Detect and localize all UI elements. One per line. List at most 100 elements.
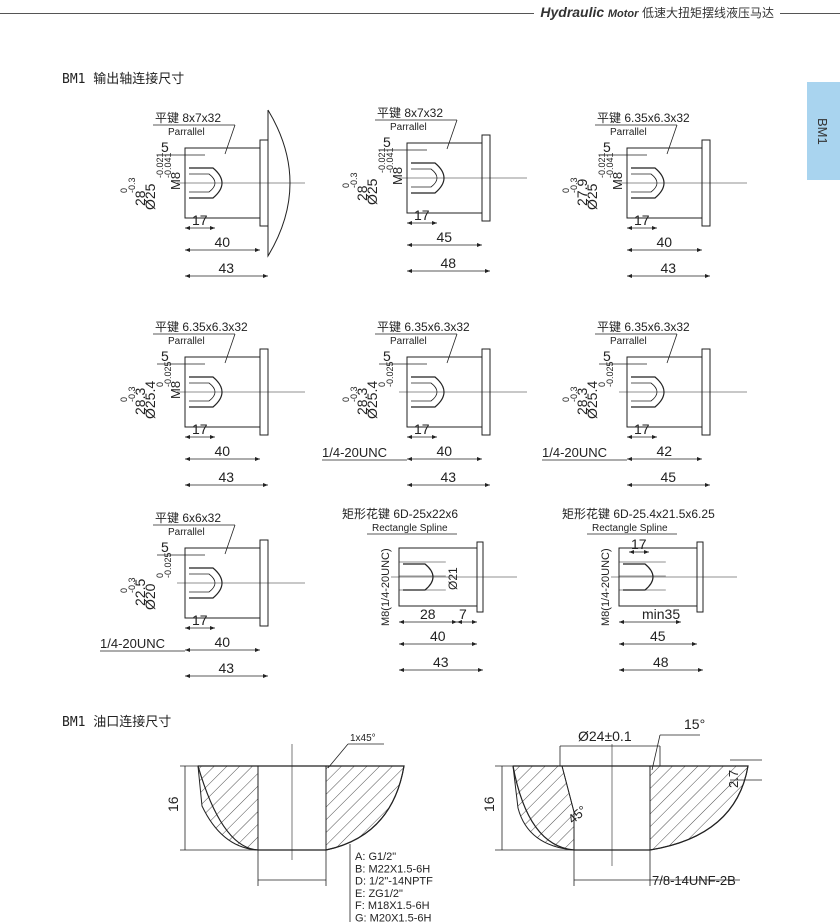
spline-thread-text: M8(1/4-20UNC) — [380, 548, 392, 626]
thread-hole — [189, 167, 223, 199]
diameter-text: Ø25.4 — [142, 381, 158, 419]
dim-d3-arrow-left — [407, 483, 412, 487]
shaft-drawing-2: 平键 8x7x32Parrallel50-0.328Ø25-0.021-0.04… — [341, 106, 527, 273]
key-leader-diag — [224, 124, 236, 155]
spline-diameter-text: Ø21 — [446, 567, 460, 590]
page-header: Hydraulic Motor 低速大扭矩摆线液压马达 — [0, 0, 840, 24]
dim-d3-arrow-left — [407, 269, 412, 273]
dim-d2-arrow-left — [185, 248, 190, 252]
dim-d1-arrow-left — [627, 435, 632, 439]
section-title-shaft: BM1 输出轴连接尺寸 — [62, 72, 185, 87]
key-width-text: 5 — [603, 348, 611, 364]
diameter-tol-bot: -0.025 — [163, 361, 173, 387]
port-left-thread-4: E: ZG1/2" — [355, 888, 403, 900]
diameter-tol-top: -0.021 — [597, 152, 607, 178]
key-sub-label: Parrallel — [168, 336, 205, 347]
thread-hole — [411, 162, 445, 194]
dim-d1-text: 17 — [414, 421, 430, 437]
diameter-tol-top: -0.021 — [155, 152, 165, 178]
height-tol-top: 0 — [119, 397, 129, 402]
key-label: 平键 6.35x6.3x32 — [377, 320, 470, 334]
dim-d3-text: 43 — [661, 260, 677, 276]
thread-text: M8 — [610, 172, 625, 190]
port-right-hatch-left — [512, 765, 575, 851]
height-text: 27.9 — [574, 179, 590, 206]
key-label: 平键 6.35x6.3x32 — [597, 111, 690, 125]
dim-d3-arrow-right — [485, 483, 490, 487]
header-rule-left — [0, 13, 534, 14]
dim-d2-arrow-right — [255, 248, 260, 252]
diameter-tol-top: 0 — [155, 573, 165, 578]
thread-hole-inner — [189, 573, 216, 593]
height-tol-bot: -0.3 — [569, 386, 579, 402]
height-text: 28 — [354, 185, 370, 201]
port-left-thread-2: B: M22X1.5-6H — [355, 863, 430, 875]
thread-hole-inner — [189, 173, 216, 193]
dim-d1-arrow-left — [185, 226, 190, 230]
spline-dim-top-text: 17 — [631, 536, 647, 552]
key-label: 平键 6x6x32 — [155, 511, 221, 525]
diameter-text: Ø25 — [584, 183, 600, 210]
port-left-hatch-left — [197, 765, 259, 851]
dim-d1-text: 17 — [192, 612, 208, 628]
key-width-text: 5 — [383, 348, 391, 364]
diameter-text: Ø25 — [364, 178, 380, 205]
spline-sub-label: Rectangle Spline — [592, 523, 668, 534]
key-sub-label: Parrallel — [168, 127, 205, 138]
shaft-drawing-3: 平键 6.35x6.3x32Parrallel50-0.327.9Ø25-0.0… — [561, 111, 747, 278]
side-tab[interactable]: BM1 — [807, 82, 840, 180]
dim-d1-arrow-right — [432, 435, 437, 439]
spline-dim-d3-arrow-right — [698, 668, 703, 672]
key-sub-label: Parrallel — [168, 527, 205, 538]
height-tol-bot: -0.3 — [127, 577, 137, 593]
thread-hole-inner — [631, 173, 658, 193]
port-right-angle-leader — [651, 734, 661, 771]
port-left-thread-6: G: M20X1.5-6H — [355, 913, 431, 924]
dim-d3-text: 48 — [441, 255, 457, 271]
key-width-text: 5 — [161, 539, 169, 555]
height-tol-bot: -0.3 — [349, 386, 359, 402]
dim-d2-arrow-left — [407, 243, 412, 247]
key-width-text: 5 — [383, 134, 391, 150]
spline-dim-a-text: 28 — [420, 606, 436, 622]
key-width-text: 5 — [603, 139, 611, 155]
key-label: 平键 8x7x32 — [377, 106, 443, 120]
spline-dim-top-arrow-right — [644, 550, 649, 554]
key-label: 平键 6.35x6.3x32 — [597, 320, 690, 334]
spline-dim-b-arrow-right — [472, 620, 477, 624]
thread-text: M8 — [168, 381, 183, 399]
key-sub-label: Parrallel — [610, 127, 647, 138]
diameter-tol-bot: -0.041 — [163, 152, 173, 178]
dim-d2-text: 40 — [215, 634, 231, 650]
diameter-tol-top: 0 — [155, 382, 165, 387]
spline-dim-d3-arrow-left — [619, 668, 624, 672]
spline-dim-d2-arrow-right — [472, 642, 477, 646]
key-sub-label: Parrallel — [390, 122, 427, 133]
dim-d1-text: 17 — [414, 207, 430, 223]
thread-text: M8 — [168, 172, 183, 190]
thread-hole — [189, 376, 223, 408]
key-leader-diag — [446, 119, 458, 150]
height-text: 28.3 — [574, 388, 590, 415]
height-tol-top: 0 — [341, 183, 351, 188]
height-text: 28.3 — [354, 388, 370, 415]
key-sub-label: Parrallel — [390, 336, 427, 347]
diameter-text: Ø25 — [142, 183, 158, 210]
unc-label: 1/4-20UNC — [542, 445, 607, 460]
spline-label: 矩形花键 6D-25.4x21.5x6.25 — [562, 506, 715, 521]
port-right-thread-text: 7/8-14UNF-2B — [652, 873, 736, 888]
spline-dim-d3-text: 48 — [653, 654, 669, 670]
spline-dim-d3-arrow-right — [478, 668, 483, 672]
brand-hydraulic: Hydraulic — [540, 4, 605, 20]
dim-d3-arrow-left — [185, 483, 190, 487]
height-tol-bot: -0.3 — [569, 177, 579, 193]
thread-hole — [631, 376, 665, 408]
spline-dim-a-arrow-right — [452, 620, 457, 624]
thread-hole-inner — [631, 382, 658, 402]
dim-d2-text: 45 — [437, 229, 453, 245]
